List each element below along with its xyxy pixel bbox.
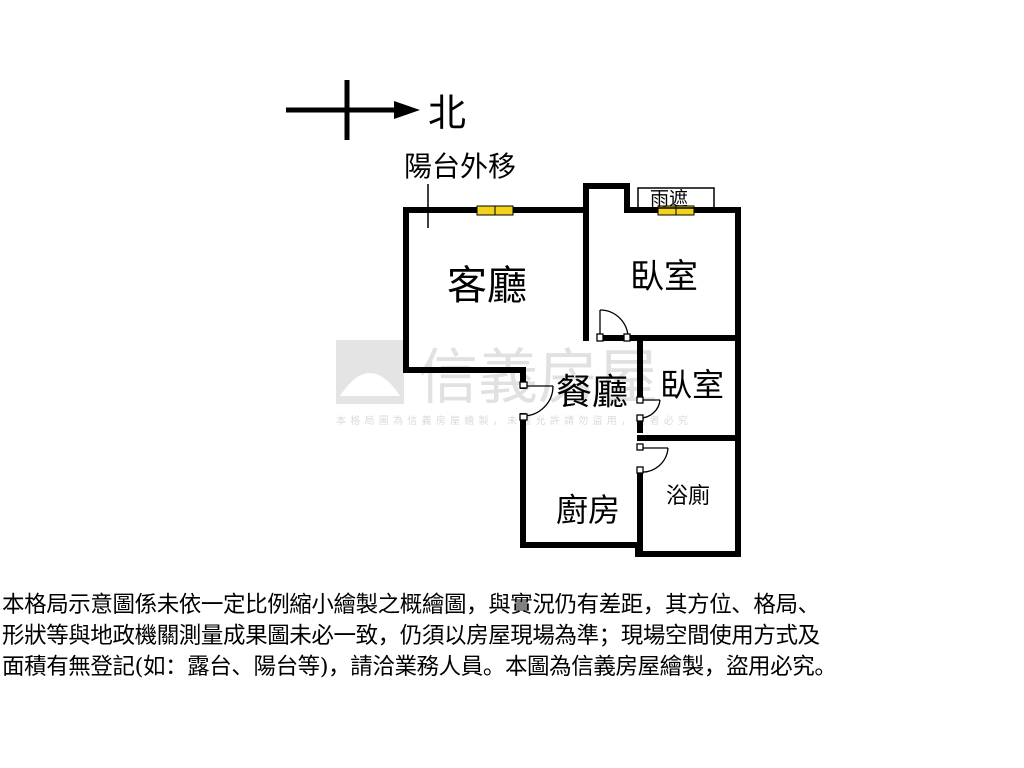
canopy: 雨遮 [637,187,715,210]
watermark-notice: 本格局圖為信義房屋繪製，未經允許請勿盜用，違者必究 [336,414,688,427]
room-kitchen: 廚房 [556,491,620,529]
door-dining [519,381,554,421]
room-bedroom-2: 臥室 [660,366,724,404]
canopy-label: 雨遮 [650,188,688,210]
room-living: 客廳 [447,263,527,309]
door-bathroom [636,443,669,474]
disclaimer-line-1: 本格局示意圖係未依一定比例縮小繪製之概繪圖，與實況仍有差距，其方位、格局、 [2,592,820,618]
room-bathroom: 浴廁 [666,484,710,509]
walls [403,183,741,557]
north-arrow-icon [286,80,420,140]
watermark-brand: 信義房屋 [418,343,658,413]
disclaimer-line-2: 形狀等與地政機關測量成果圖未必一致，仍須以房屋現場為準；現場空間使用方式及 [2,623,820,649]
watermark: 信義房屋 本格局圖為信義房屋繪製，未經允許請勿盜用，違者必究 [336,340,688,427]
room-dining: 餐廳 [556,372,628,413]
door-bedroom-2 [636,396,661,422]
door-bedroom-1 [596,309,631,342]
disclaimer-line-3: 面積有無登記(如：露台、陽台等)，請洽業務人員。本圖為信義房屋繪製，盜用必究。 [2,654,837,680]
disclaimer: 本格局示意圖係未依一定比例縮小繪製之概繪圖，與實況仍有差距，其方位、格局、 形狀… [2,590,1022,683]
north-label: 北 [428,91,466,135]
living-room-window [476,205,514,216]
room-bedroom-1: 臥室 [630,257,698,297]
balcony-note: 陽台外移 [404,150,516,183]
